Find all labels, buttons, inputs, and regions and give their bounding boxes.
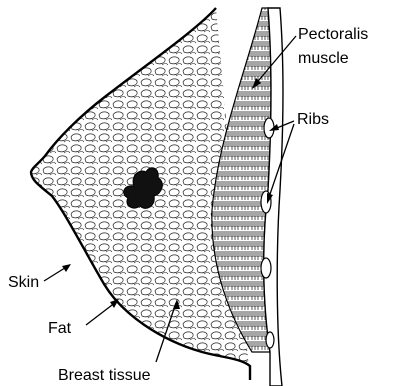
pectoralis-label-line1: Pectoralis	[298, 26, 368, 43]
fat-label: Fat	[48, 320, 72, 337]
fat-leader	[86, 299, 119, 325]
breast-tissue-label: Breast tissue	[58, 367, 151, 384]
pectoralis-label-line2: muscle	[298, 50, 349, 67]
skin-leader	[44, 264, 71, 281]
ribs-label: Ribs	[297, 111, 329, 128]
skin-label: Skin	[8, 274, 39, 291]
